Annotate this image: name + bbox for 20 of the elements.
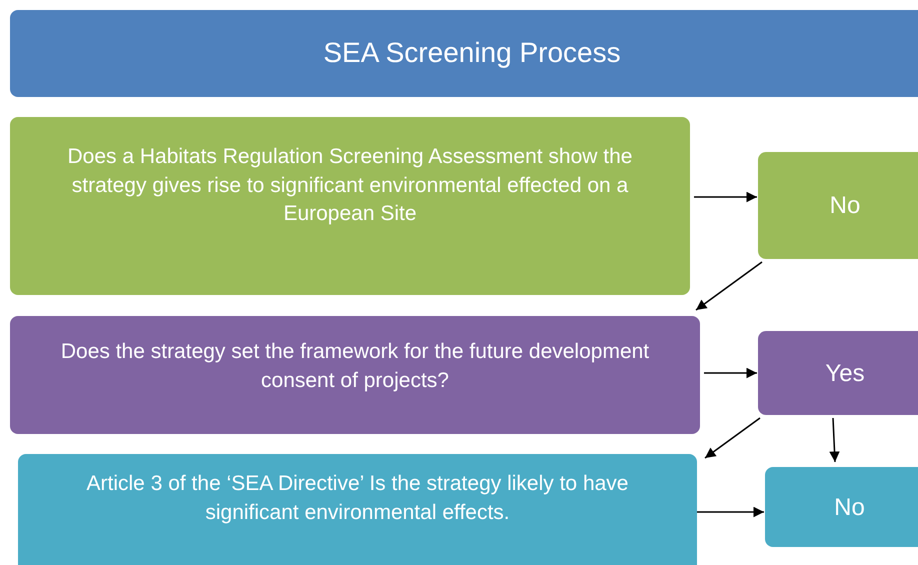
answer-box [758, 152, 918, 259]
node-text: Yes [825, 358, 865, 388]
node-text: No [830, 191, 860, 221]
title-bar [10, 10, 918, 97]
question-box [10, 117, 690, 295]
question-box [18, 454, 697, 565]
node-text: Article 3 of the ‘SEA Directive’ Is the strategy likely to have significant environmental effects. [86, 471, 630, 526]
arrow [694, 192, 757, 202]
arrow [704, 368, 757, 378]
node-text: SEA Screening Process [323, 36, 621, 70]
arrow [829, 418, 840, 462]
answer-box [765, 467, 918, 547]
arrow [697, 506, 764, 518]
question-box [10, 316, 700, 434]
node-text: Does a Habitats Regulation Screening Assessment show the strategy gives rise to significant environmental effected on a European Site [66, 144, 634, 228]
arrow [696, 261, 762, 311]
arrow [704, 417, 760, 459]
node-text: No [834, 492, 865, 522]
node-text: Does the strategy set the framework for the future development consent of projects? [60, 339, 650, 394]
answer-box [758, 331, 918, 415]
